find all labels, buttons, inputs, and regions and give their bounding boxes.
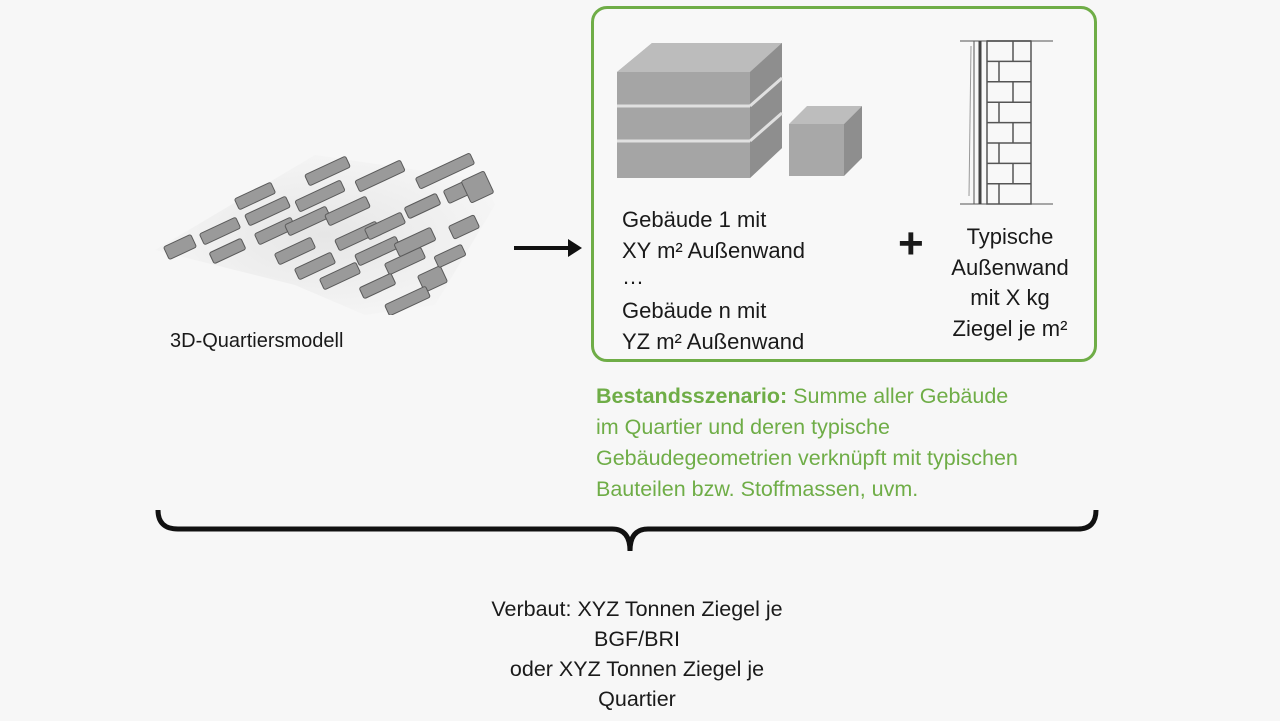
scenario-line: Gebäudegeometrien verknüpft mit typische…: [596, 446, 1018, 470]
building-block: [274, 237, 316, 265]
wall-line: mit X kg: [970, 285, 1050, 310]
wall-text: Typische Außenwand mit X kg Ziegel je m²: [935, 222, 1085, 344]
scenario-title: Bestandsszenario:: [596, 384, 788, 408]
building-block: [284, 206, 331, 236]
building-block: [294, 252, 336, 280]
plus-icon: +: [898, 219, 924, 268]
building-block: [394, 227, 436, 257]
scenario-line: Bauteilen bzw. Stoffmassen, uvm.: [596, 477, 919, 501]
building-block: [319, 262, 361, 290]
wall-line: Außenwand: [951, 254, 1069, 280]
buildings-line: Gebäude n mit: [622, 298, 767, 323]
3d-district-model-image: [155, 153, 495, 315]
building-block: [364, 212, 406, 240]
building-block: [199, 217, 241, 245]
buildings-text: Gebäude 1 mit XY m² Außenwand … Gebäude …: [622, 205, 805, 357]
building-block: [404, 193, 441, 219]
result-text: Verbaut: XYZ Tonnen Ziegel je BGF/BRI od…: [437, 594, 837, 714]
wall-section-drawing: [960, 40, 1053, 205]
building-block: [354, 160, 406, 192]
building-block: [354, 236, 401, 266]
wall-line: Typische: [966, 224, 1054, 249]
buildings-line: …: [622, 264, 644, 289]
building-block: [359, 273, 396, 299]
building-block: [304, 156, 351, 186]
building-block: [448, 214, 480, 240]
result-line: Quartier: [598, 687, 676, 711]
scenario-description: Bestandsszenario: Summe aller Gebäude im…: [596, 381, 1018, 505]
building-block: [244, 196, 291, 226]
result-line: BGF/BRI: [593, 627, 680, 651]
building-block: [461, 170, 494, 204]
arrow-right-icon: [514, 239, 582, 257]
result-line: oder XYZ Tonnen Ziegel je: [509, 657, 765, 681]
scenario-line: Summe aller Gebäude: [787, 384, 1009, 408]
building-block: [384, 286, 431, 315]
building-block: [434, 244, 466, 268]
building-blocks-image: [617, 43, 862, 178]
buildings-line: XY m² Außenwand: [622, 237, 806, 263]
building-block: [417, 265, 448, 293]
building-block: [209, 238, 246, 264]
buildings-line: YZ m² Außenwand: [622, 328, 805, 354]
curly-brace: [155, 509, 1099, 552]
building-block: [234, 182, 276, 210]
model-label: 3D-Quartiersmodell: [170, 330, 344, 352]
wall-line: Ziegel je m²: [952, 315, 1068, 341]
building-block: [324, 196, 371, 226]
result-line: Verbaut: XYZ Tonnen Ziegel je: [491, 597, 783, 621]
building-block: [294, 180, 346, 212]
buildings-line: Gebäude 1 mit: [622, 207, 767, 232]
scenario-line: im Quartier und deren typische: [596, 415, 890, 439]
building-block: [163, 234, 197, 260]
building-block: [415, 153, 475, 189]
